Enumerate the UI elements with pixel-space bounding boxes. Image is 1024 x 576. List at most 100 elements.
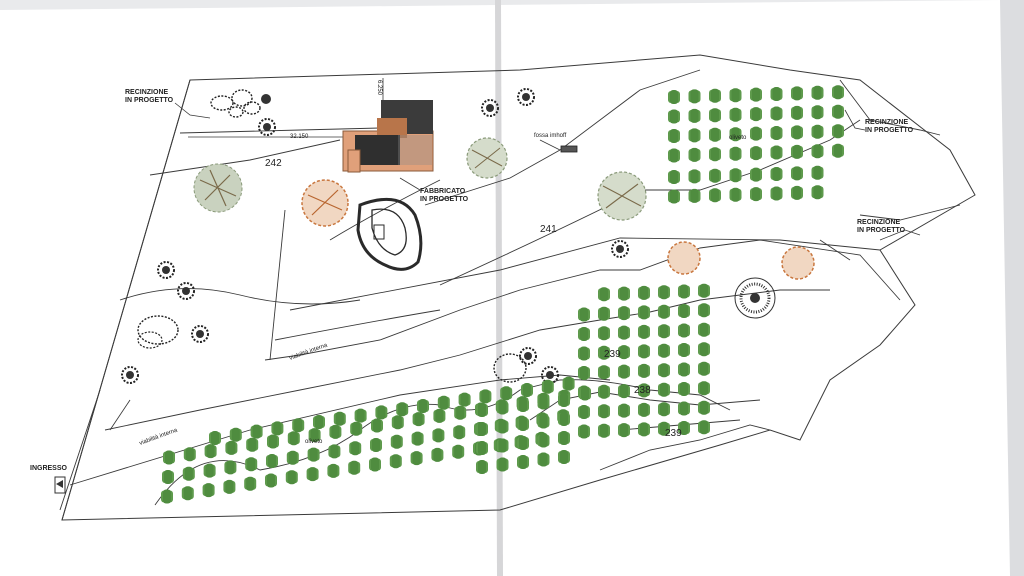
olive-tree-icon bbox=[688, 188, 701, 203]
olive-tree-icon bbox=[709, 188, 721, 203]
olive-tree-icon bbox=[476, 460, 488, 474]
olive-tree-icon bbox=[598, 384, 610, 399]
olive-tree-icon bbox=[412, 412, 425, 427]
oliveto-label-2: oliveto bbox=[305, 439, 323, 445]
olive-tree-icon bbox=[578, 424, 590, 439]
olive-tree-icon bbox=[698, 361, 710, 376]
olive-tree-icon bbox=[770, 87, 783, 101]
olive-tree-icon bbox=[476, 441, 488, 455]
olive-tree-icon bbox=[811, 85, 824, 100]
olive-tree-icon bbox=[578, 307, 590, 322]
olive-tree-icon bbox=[618, 325, 630, 340]
recinzione-label-2: RECINZIONE bbox=[865, 119, 909, 126]
olive-tree-icon bbox=[496, 419, 509, 434]
olive-tree-icon bbox=[476, 422, 488, 436]
olive-tree-icon bbox=[729, 168, 742, 183]
olive-tree-icon bbox=[811, 185, 824, 200]
olive-tree-icon bbox=[598, 404, 610, 419]
olive-tree-icon bbox=[678, 362, 690, 377]
fossa-imhoff-label: fossa imhoff bbox=[534, 133, 567, 139]
trees-right-center bbox=[597, 171, 815, 319]
olive-tree-icon bbox=[791, 125, 803, 140]
olive-tree-icon bbox=[698, 283, 710, 298]
ingresso-label: INGRESSO bbox=[30, 465, 68, 472]
olive-tree-icon bbox=[558, 450, 570, 464]
olive-tree-icon bbox=[658, 304, 670, 319]
olive-tree-icon bbox=[668, 170, 680, 184]
fabbricato-label: FABBRICATO bbox=[420, 188, 466, 195]
olive-tree-icon bbox=[431, 447, 444, 462]
olive-tree-icon bbox=[678, 304, 690, 318]
olive-tree-icon bbox=[791, 105, 803, 120]
olive-tree-icon bbox=[658, 382, 670, 397]
olive-tree-icon bbox=[750, 187, 762, 202]
ingresso-arrow-icon bbox=[54, 476, 66, 494]
olive-tree-icon bbox=[698, 322, 710, 337]
olive-tree-icon bbox=[479, 389, 492, 404]
olive-tree-icon bbox=[750, 126, 762, 141]
olive-tree-icon bbox=[791, 185, 803, 200]
olive-tree-icon bbox=[811, 105, 824, 120]
olive-tree-icon bbox=[832, 104, 844, 119]
olive-tree-icon bbox=[181, 486, 194, 501]
olive-tree-icon bbox=[390, 434, 403, 449]
olive-tree-icon bbox=[163, 450, 175, 465]
olive-tree-icon bbox=[371, 418, 383, 433]
olive-tree-icon bbox=[271, 421, 284, 436]
olive-tree-icon bbox=[598, 326, 610, 341]
olive-tree-icon bbox=[598, 365, 610, 380]
olive-tree-icon bbox=[496, 400, 509, 415]
olive-tree-icon bbox=[770, 145, 783, 160]
olive-tree-icon bbox=[729, 146, 742, 161]
olive-tree-icon bbox=[709, 108, 721, 123]
fabbricato-label-b: IN PROGETTO bbox=[420, 196, 469, 203]
parcel-239b-label: 239 bbox=[665, 428, 682, 439]
olive-tree-icon bbox=[598, 306, 610, 321]
olive-tree-icon bbox=[698, 400, 710, 415]
olive-tree-icon bbox=[517, 417, 529, 431]
olive-tree-icon bbox=[223, 479, 236, 494]
olive-tree-icon bbox=[638, 344, 650, 359]
olive-tree-icon bbox=[328, 444, 341, 459]
olive-tree-icon bbox=[638, 305, 650, 320]
recinzione-label-1b: IN PROGETTO bbox=[125, 97, 174, 104]
building bbox=[342, 100, 434, 173]
olive-tree-icon bbox=[558, 431, 570, 445]
olive-tree-icon bbox=[638, 285, 650, 300]
olive-tree-icon bbox=[348, 460, 361, 475]
olive-tree-icon bbox=[729, 187, 742, 202]
olive-tree-icon bbox=[750, 167, 762, 182]
olive-tree-icon bbox=[598, 287, 610, 302]
olive-tree-icon bbox=[287, 431, 300, 446]
olive-tree-icon bbox=[246, 437, 259, 452]
olive-tree-icon bbox=[832, 143, 844, 158]
olive-tree-icon bbox=[224, 460, 237, 475]
olive-tree-icon bbox=[658, 402, 670, 417]
olive-tree-icon bbox=[329, 424, 342, 439]
olive-tree-icon bbox=[668, 148, 680, 163]
olive-tree-icon bbox=[579, 386, 591, 401]
olive-tree-icon bbox=[668, 129, 680, 143]
olive-tree-icon bbox=[349, 441, 362, 456]
olive-tree-icon bbox=[770, 126, 783, 140]
olive-tree-icon bbox=[558, 412, 570, 426]
olive-tree-icon bbox=[350, 421, 363, 436]
olive-tree-icon bbox=[306, 467, 319, 482]
olive-tree-icon bbox=[517, 398, 529, 412]
olive-tree-icon bbox=[454, 405, 467, 420]
paper-fold bbox=[495, 0, 503, 576]
olive-tree-icon bbox=[770, 167, 783, 181]
olive-tree-icon bbox=[770, 186, 783, 201]
olive-tree-icon bbox=[618, 286, 630, 301]
olive-tree-icon bbox=[678, 323, 690, 338]
recinzione-label-2b: IN PROGETTO bbox=[865, 127, 914, 134]
olive-tree-icon bbox=[578, 366, 590, 380]
olive-tree-icon bbox=[391, 415, 404, 430]
olive-tree-icon bbox=[410, 451, 423, 466]
olive-tree-icon bbox=[578, 405, 590, 419]
tree-grey-left bbox=[193, 163, 243, 213]
tree-orange-center bbox=[301, 179, 349, 227]
tree-cluster-upper-left bbox=[210, 89, 276, 136]
